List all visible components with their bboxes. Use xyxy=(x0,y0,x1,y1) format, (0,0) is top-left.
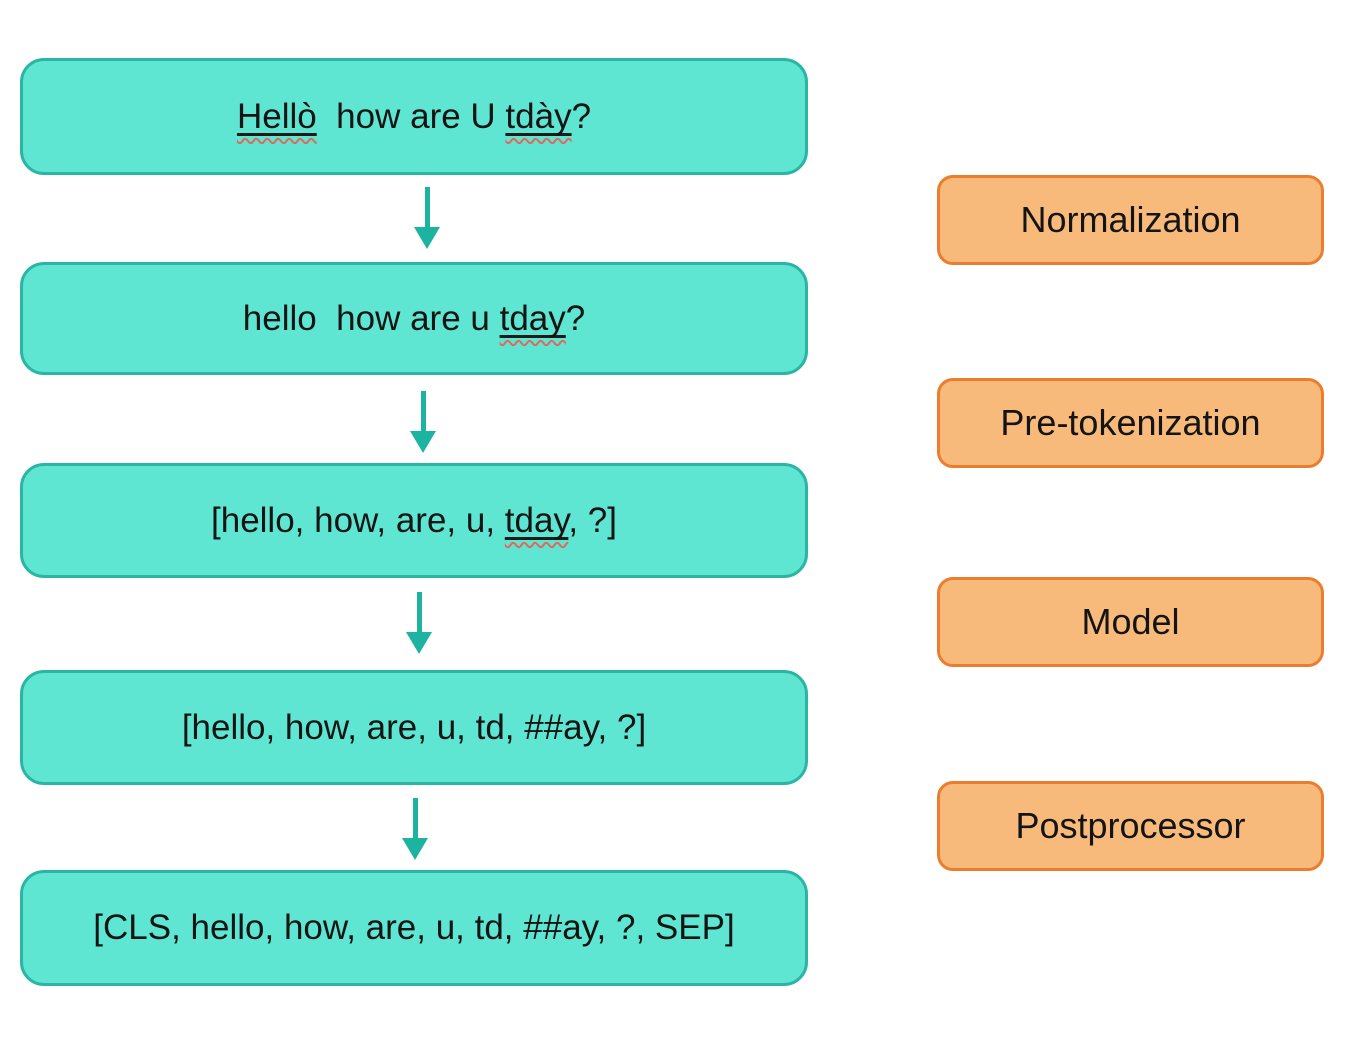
misspelled-word: tday xyxy=(504,500,569,540)
text-segment: [hello, how, are, u, td, ##ay, ?] xyxy=(181,707,647,747)
misspelled-word: Hellò xyxy=(236,96,317,136)
arrow-down-icon xyxy=(410,391,436,453)
text-segment: [hello, how, are, u, xyxy=(211,500,505,540)
arrow-down-icon xyxy=(402,798,428,860)
arrow-head xyxy=(402,838,428,860)
flow-box-postprocessed-tokens: [CLS, hello, how, are, u, td, ##ay, ?, S… xyxy=(20,870,808,986)
text-segment: [hello, how, are, u, tday, ?] xyxy=(211,501,617,541)
stage-label-text: Pre-tokenization xyxy=(1000,402,1261,443)
flow-box-pretokenized-tokens: [hello, how, are, u, tday, ?] xyxy=(20,463,808,578)
misspelled-word: tdày xyxy=(505,96,572,136)
arrow-shaft xyxy=(424,187,430,228)
stage-label-model: Model xyxy=(937,577,1324,667)
arrow-shaft xyxy=(416,592,422,633)
text-segment: , ?] xyxy=(568,500,617,540)
text-segment: how are U xyxy=(316,96,506,136)
stage-label-text: Postprocessor xyxy=(1015,805,1246,846)
stage-label-postprocessor: Postprocessor xyxy=(937,781,1324,871)
arrow-head xyxy=(406,632,432,654)
misspelled-word: tday xyxy=(499,298,566,338)
arrow-down-icon xyxy=(406,592,432,654)
text-segment: ? xyxy=(571,96,592,136)
text-segment: Hellò how are U tdày? xyxy=(237,97,591,137)
arrow-shaft xyxy=(412,798,418,839)
text-segment: ? xyxy=(565,298,586,338)
stage-label-text: Model xyxy=(1081,601,1180,642)
stage-label-pre-tokenization: Pre-tokenization xyxy=(937,378,1324,468)
stage-label-text: Normalization xyxy=(1020,199,1241,240)
flow-box-model-tokens: [hello, how, are, u, td, ##ay, ?] xyxy=(20,670,808,785)
text-segment: hello how are u tday? xyxy=(243,299,585,339)
stage-label-normalization: Normalization xyxy=(937,175,1324,265)
flow-box-normalized-text: hello how are u tday? xyxy=(20,262,808,375)
arrow-head xyxy=(414,227,440,249)
text-segment: [CLS, hello, how, are, u, td, ##ay, ?, S… xyxy=(93,908,735,947)
flow-box-input-text: Hellò how are U tdày? xyxy=(20,58,808,175)
arrow-head xyxy=(410,431,436,453)
arrow-shaft xyxy=(420,391,426,432)
text-segment: hello how are u xyxy=(242,298,500,338)
arrow-down-icon xyxy=(414,187,440,249)
